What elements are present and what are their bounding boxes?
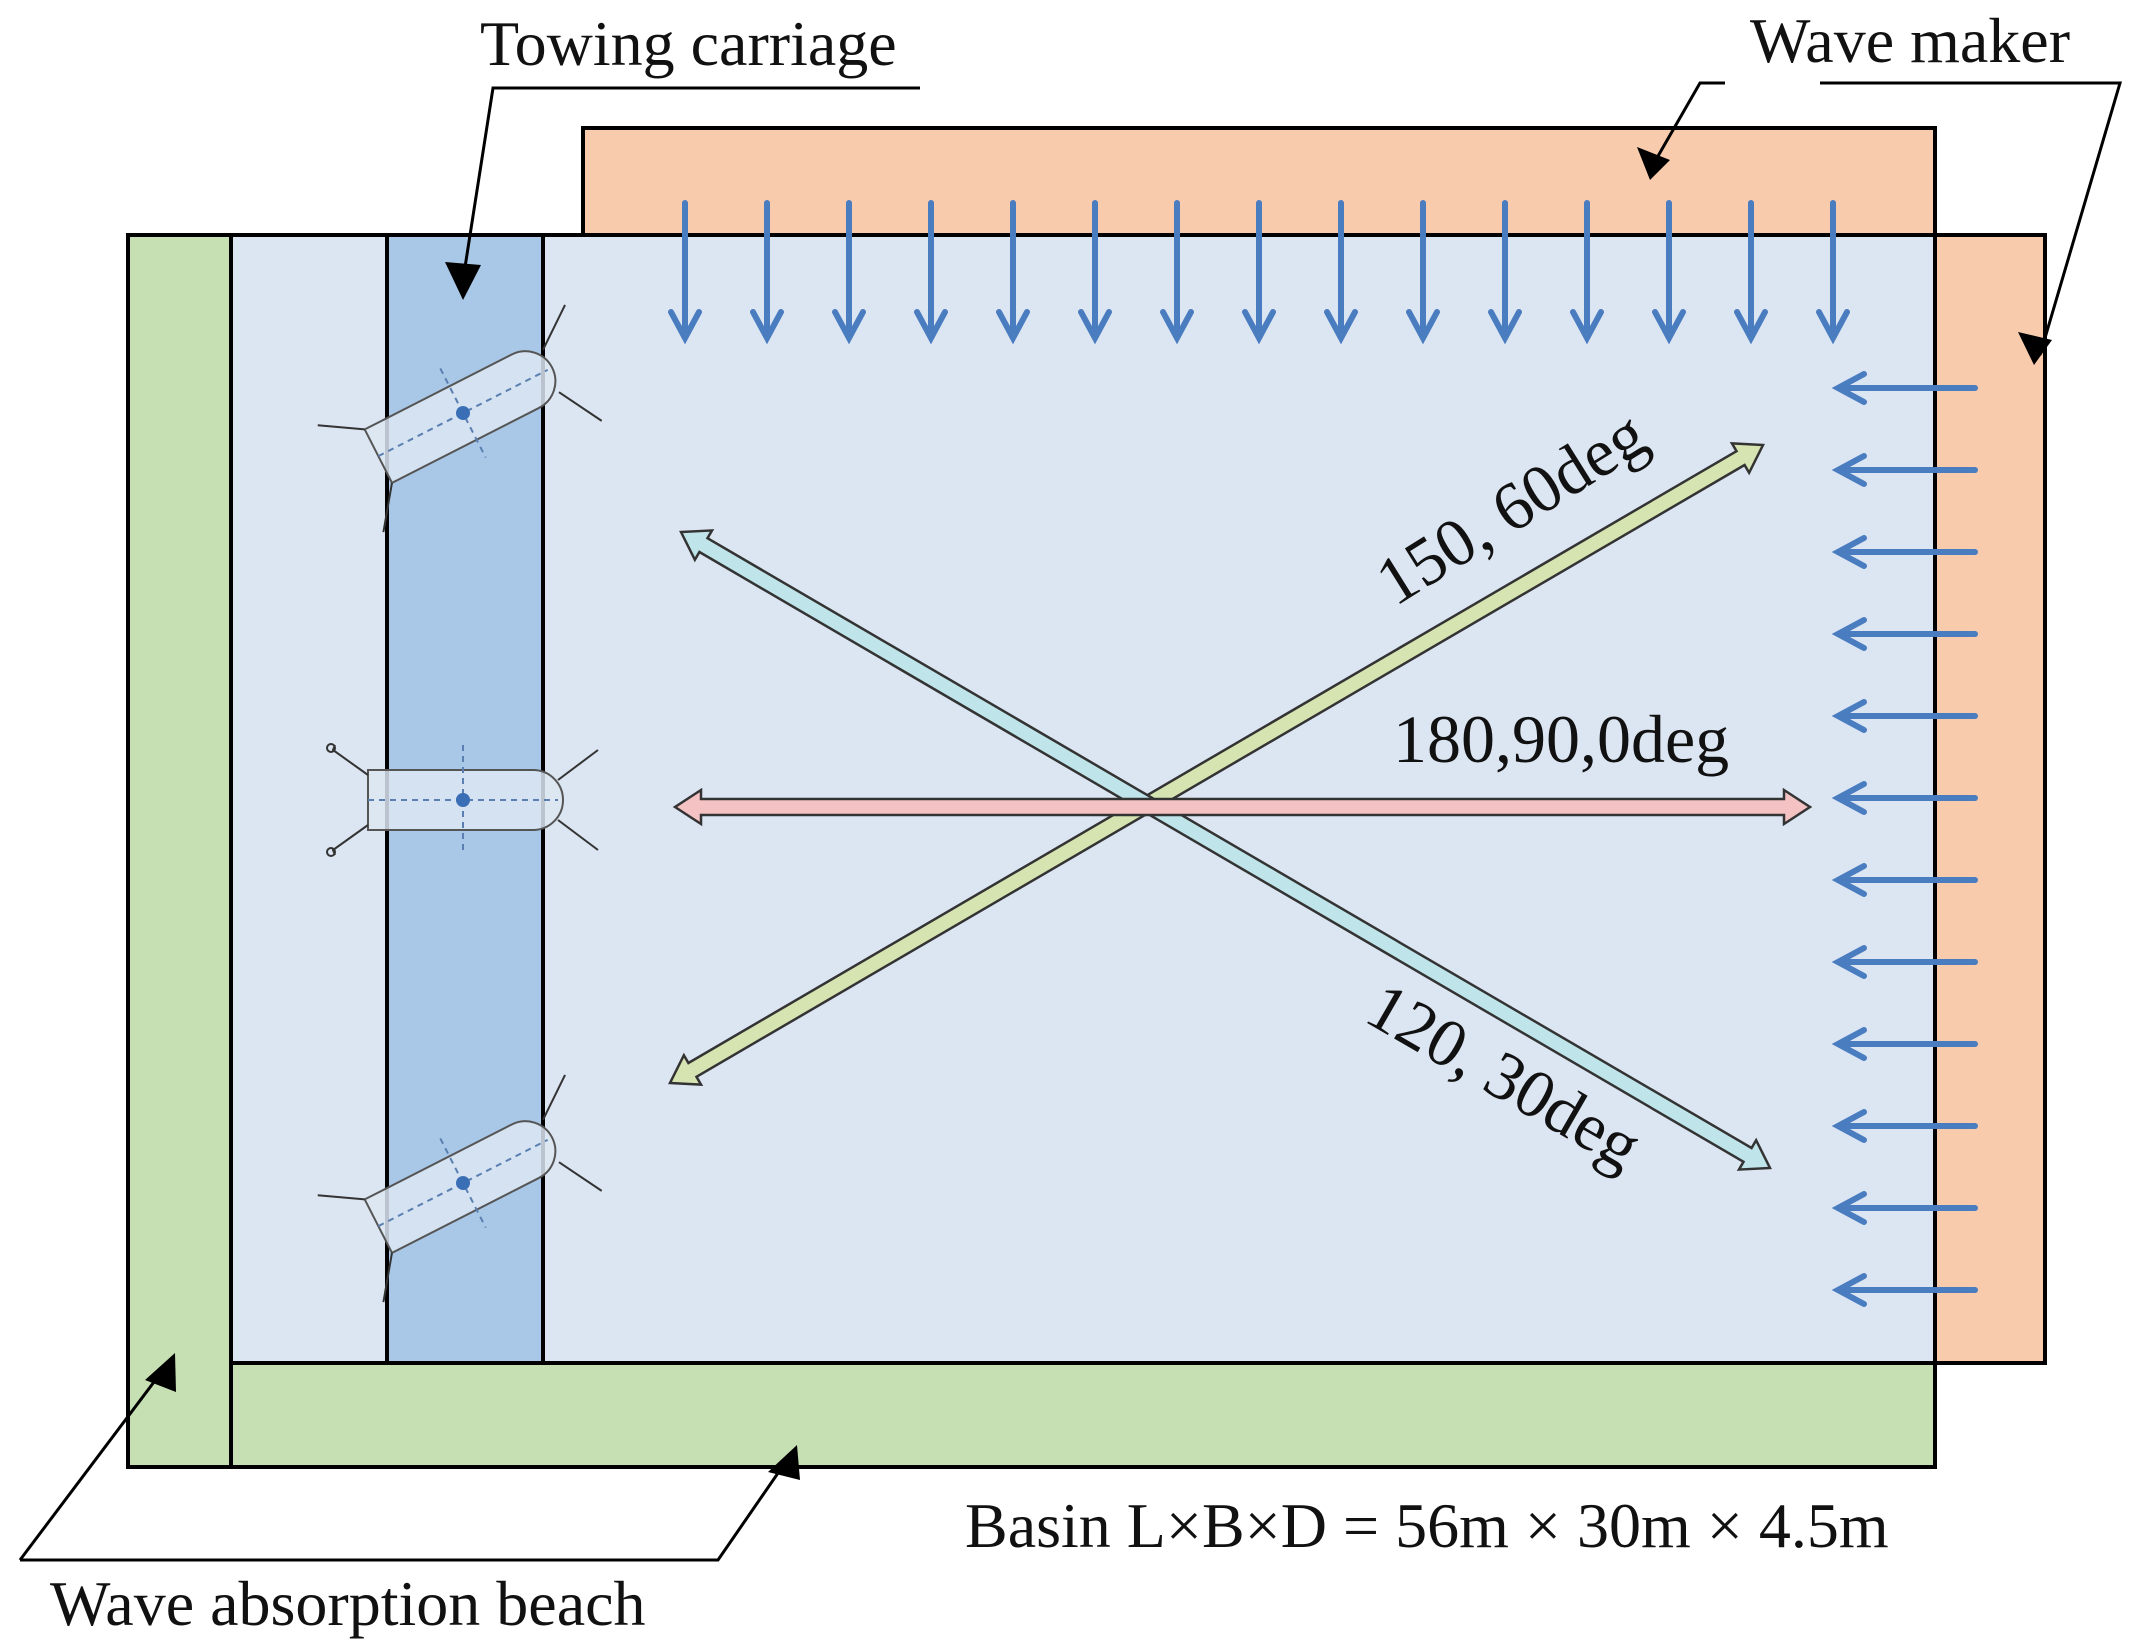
absorption-beach-left xyxy=(126,233,233,1469)
arrow-left-icon xyxy=(1831,945,1978,979)
arrow-down-icon xyxy=(750,200,784,345)
arrow-down-icon xyxy=(832,200,866,345)
arrow-left-icon xyxy=(1831,699,1978,733)
arrow-down-icon xyxy=(1570,200,1604,345)
arrow-150-60 xyxy=(668,442,1765,1086)
arrow-down-icon xyxy=(1734,200,1768,345)
arrow-left-icon xyxy=(1831,453,1978,487)
arrow-down-icon xyxy=(1078,200,1112,345)
arrow-down-icon xyxy=(1488,200,1522,345)
arrow-left-icon xyxy=(1831,617,1978,651)
arrow-down-icon xyxy=(1816,200,1850,345)
arrow-left-icon xyxy=(1831,1191,1978,1225)
arrow-down-icon xyxy=(1406,200,1440,345)
arrow-down-icon xyxy=(996,200,1030,345)
arrow-left-icon xyxy=(1831,781,1978,815)
arrow-left-icon xyxy=(1831,371,1978,405)
wave-maker-label: Wave maker xyxy=(1750,5,2070,76)
absorption-beach-bottom xyxy=(229,1361,1937,1469)
arrow-left-icon xyxy=(1831,863,1978,897)
vessel-top xyxy=(317,304,603,533)
wave-arrows-down xyxy=(668,200,1850,345)
towing-carriage-label: Towing carriage xyxy=(480,8,897,79)
arrow-down-icon xyxy=(1324,200,1358,345)
leader-arrowheads xyxy=(145,147,2052,1480)
arrow-180-90-0 xyxy=(672,787,1813,827)
arrow-left-icon xyxy=(1831,1027,1978,1061)
basin-dimensions-label: Basin L×B×D = 56m × 30m × 4.5m xyxy=(965,1490,1889,1561)
direction-180-90-0-label: 180,90,0deg xyxy=(1393,701,1729,777)
arrow-left-icon xyxy=(1831,535,1978,569)
arrow-down-icon xyxy=(1652,200,1686,345)
arrow-down-icon xyxy=(914,200,948,345)
arrow-120-30 xyxy=(679,529,1772,1171)
arrow-down-icon xyxy=(668,200,702,345)
wave-absorption-beach-label: Wave absorption beach xyxy=(50,1568,646,1639)
vessel-bottom xyxy=(317,1074,603,1303)
arrow-left-icon xyxy=(1831,1109,1978,1143)
arrow-down-icon xyxy=(1242,200,1276,345)
wave-arrows-left xyxy=(1831,371,1978,1307)
leader-lines xyxy=(18,81,2123,1562)
arrow-down-icon xyxy=(1160,200,1194,345)
arrow-left-icon xyxy=(1831,1273,1978,1307)
vessel-middle xyxy=(326,743,599,857)
